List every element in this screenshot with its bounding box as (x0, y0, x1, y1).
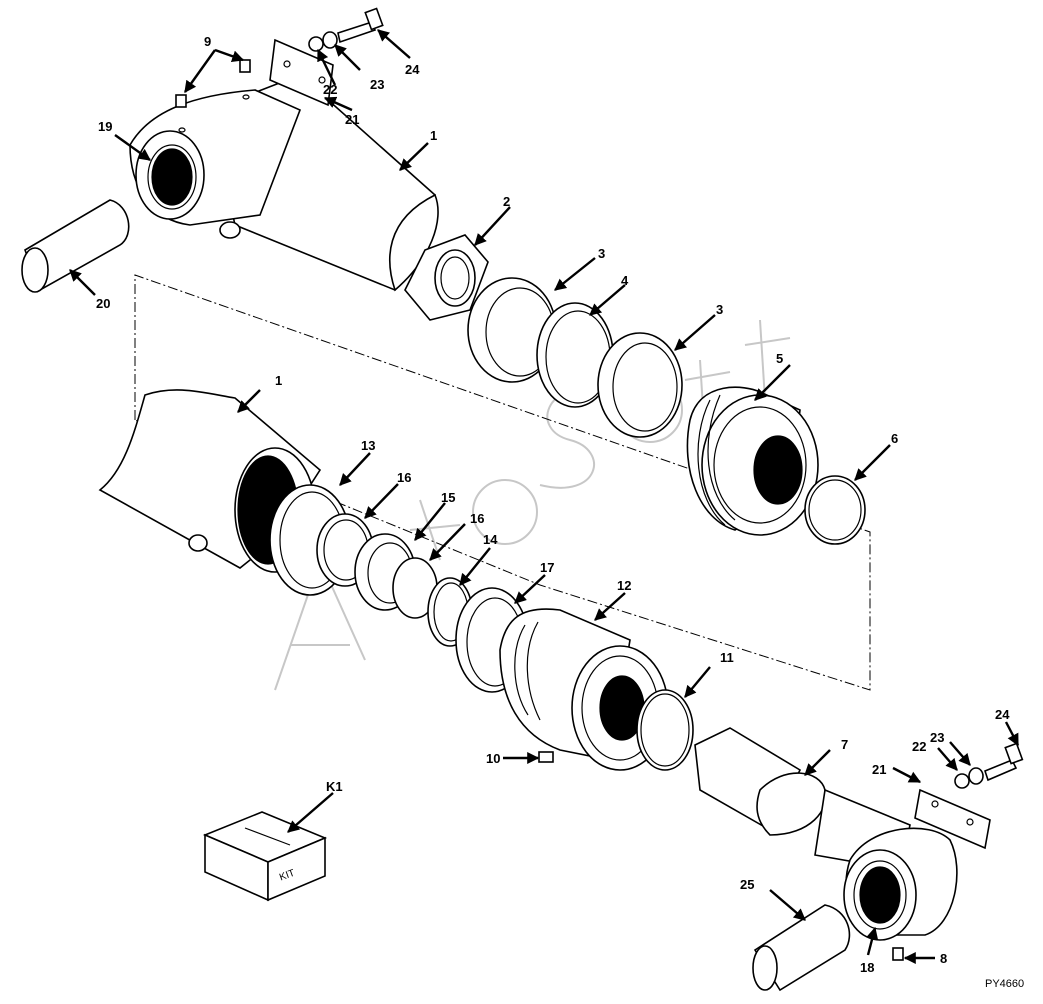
kit-box: KIT (202, 811, 328, 902)
leader-lines (69, 29, 1020, 964)
piston (686, 386, 819, 536)
callout-12: 12 (617, 578, 631, 593)
callout-21-upper: 21 (345, 112, 359, 127)
callout-13: 13 (361, 438, 375, 453)
callout-3-second: 3 (716, 302, 723, 317)
callout-16-second: 16 (470, 511, 484, 526)
callout-11: 11 (720, 650, 734, 665)
callout-15: 15 (441, 490, 455, 505)
callout-14: 14 (483, 532, 498, 547)
callout-10: 10 (486, 751, 500, 766)
barrel-upper (129, 74, 439, 292)
callout-21-lower: 21 (872, 762, 886, 777)
callout-23-lower: 23 (930, 730, 944, 745)
callout-1-lower: 1 (275, 373, 282, 388)
rod-seal (636, 689, 694, 771)
callout-23-upper: 23 (370, 77, 384, 92)
callout-7: 7 (841, 737, 848, 752)
callout-17: 17 (540, 560, 554, 575)
rod (694, 727, 911, 871)
callout-3-first: 3 (598, 246, 605, 261)
callout-2: 2 (503, 194, 510, 209)
pin (21, 199, 130, 293)
callout-19: 19 (98, 119, 112, 134)
plate (914, 788, 991, 850)
nut (404, 234, 489, 321)
callout-9: 9 (204, 34, 211, 49)
callout-25: 25 (740, 877, 754, 892)
setscrew (538, 751, 554, 763)
callout-1-upper: 1 (430, 128, 437, 143)
callout-labels: 1 1 2 3 3 4 5 6 7 8 9 10 11 12 13 14 15 … (96, 34, 1010, 975)
assembly-centerline (134, 274, 871, 691)
callout-22-upper: 22 (323, 82, 337, 97)
callout-24-upper: 24 (405, 62, 420, 77)
callout-4: 4 (621, 273, 629, 288)
rod-end-eye (752, 827, 958, 992)
drawing-code: PY4660 (985, 978, 1024, 990)
o-ring (804, 475, 866, 545)
kit-label: KIT (278, 868, 296, 884)
callout-6: 6 (891, 431, 898, 446)
ring (467, 277, 683, 438)
callout-22-lower: 22 (912, 739, 926, 754)
washer (954, 742, 1024, 789)
callout-8: 8 (940, 951, 947, 966)
callout-20: 20 (96, 296, 110, 311)
seal (269, 484, 473, 647)
washer (308, 7, 384, 52)
callout-18: 18 (860, 960, 874, 975)
callout-16-first: 16 (397, 470, 411, 485)
callout-24-lower: 24 (995, 707, 1010, 722)
callout-k1: K1 (326, 779, 343, 794)
grease-fitting (175, 59, 251, 108)
callout-5: 5 (776, 351, 783, 366)
